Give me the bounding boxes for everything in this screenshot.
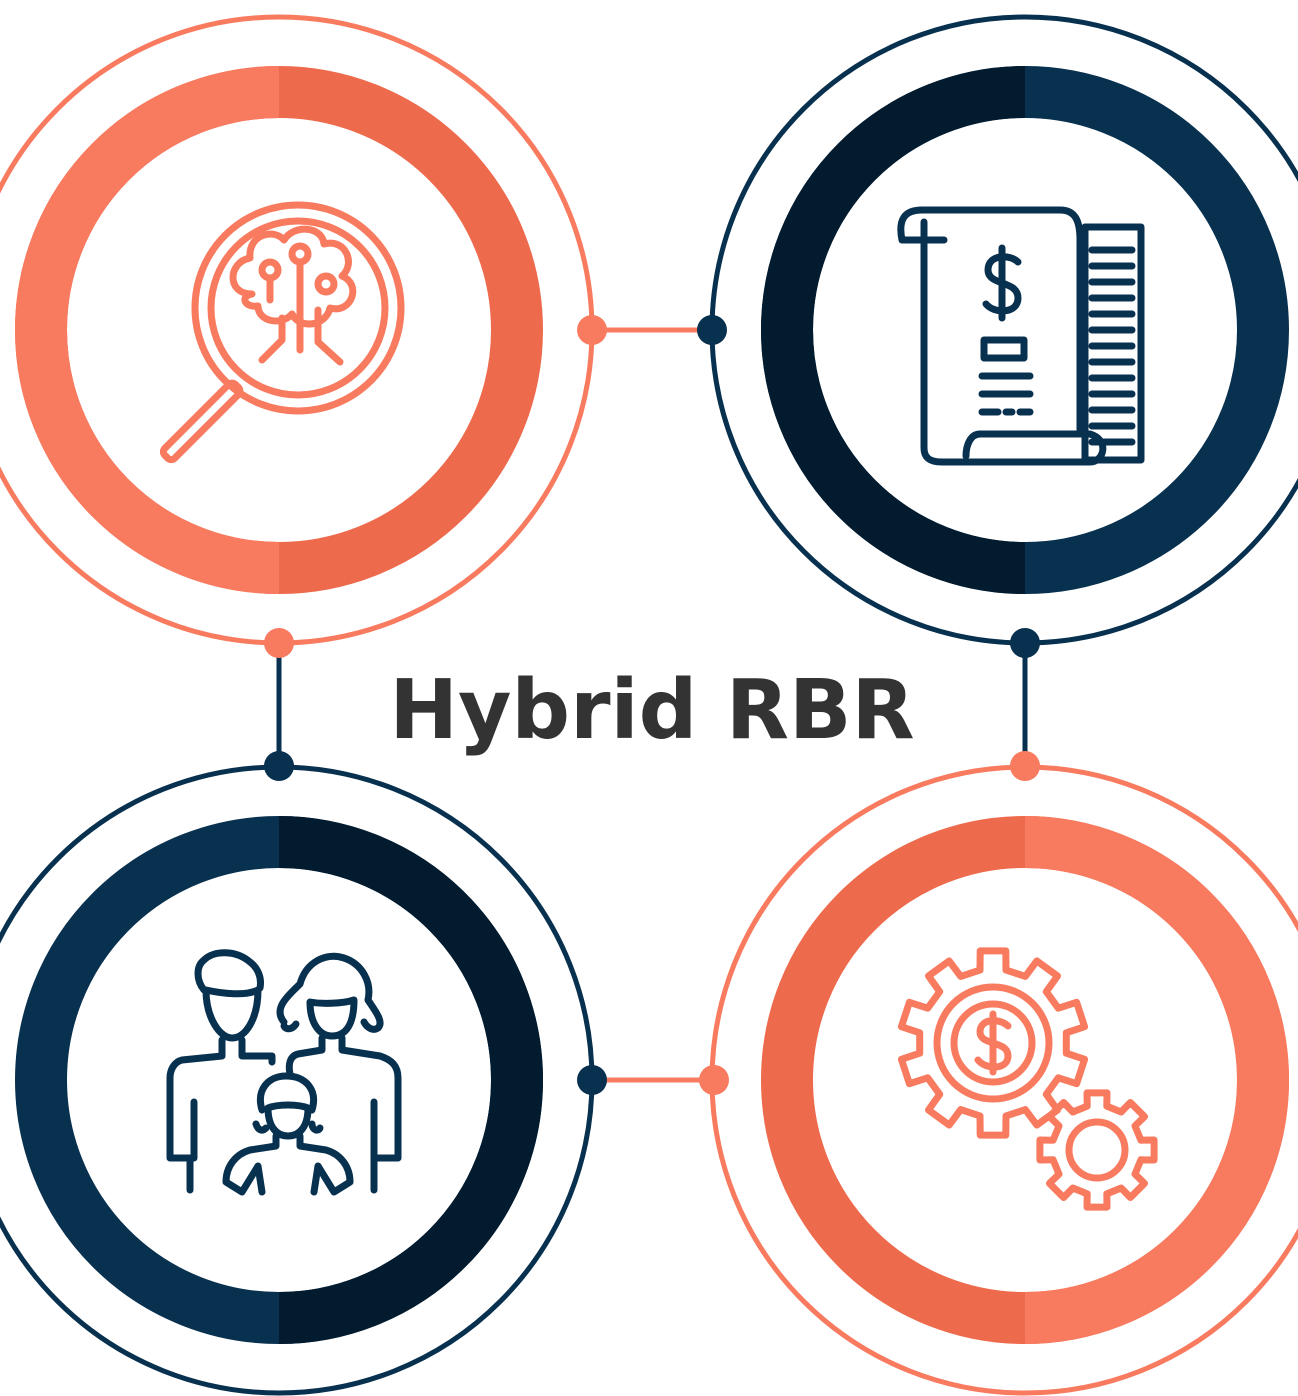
connector-bottom xyxy=(577,1065,729,1095)
node-bottom-left xyxy=(0,764,595,1396)
dollar-scroll-document-icon xyxy=(897,206,1145,466)
node-top-right xyxy=(709,14,1298,646)
dollar-gears-icon xyxy=(897,947,1158,1211)
connector-top xyxy=(577,315,727,345)
node-top-left xyxy=(0,14,595,646)
connector-right xyxy=(1010,628,1040,781)
node-bottom-right xyxy=(709,764,1298,1396)
diagram-title: Hybrid RBR xyxy=(389,663,914,758)
family-icon xyxy=(166,949,402,1196)
brain-magnifier-icon xyxy=(159,201,405,464)
connector-left xyxy=(264,628,294,781)
